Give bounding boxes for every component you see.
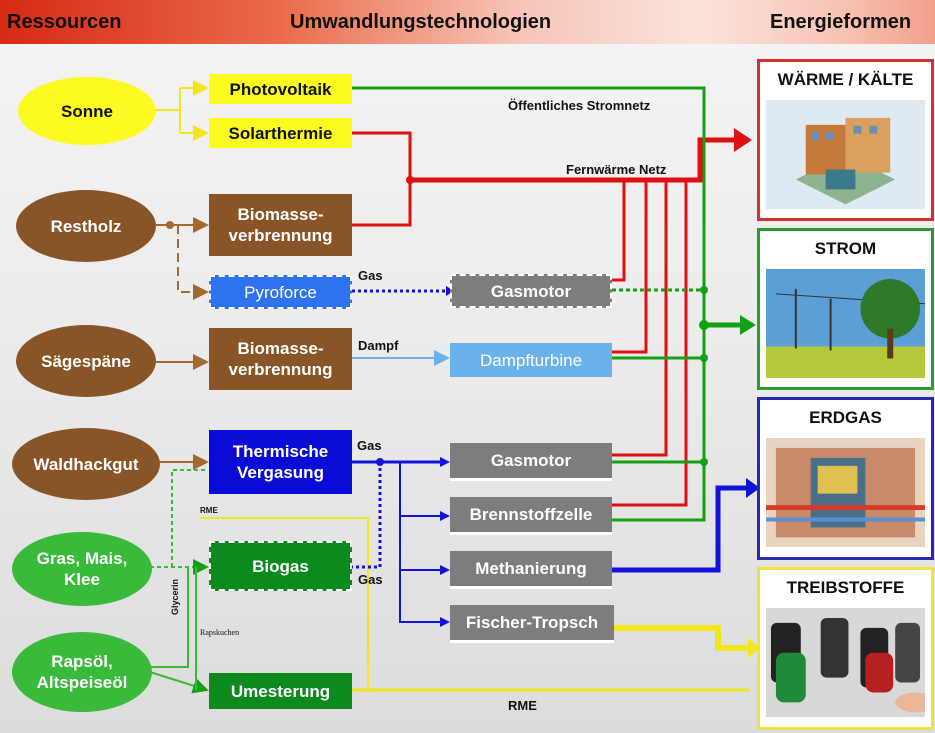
resource-sonne-label: Sonne xyxy=(61,101,113,121)
label-dampf: Dampf xyxy=(358,338,399,353)
resource-waldhackgut: Waldhackgut xyxy=(12,428,160,500)
label-stromnetz: Öffentliches Stromnetz xyxy=(508,98,651,113)
tech-biogas: Biogas xyxy=(209,541,352,591)
card-waerme-title: WÄRME / KÄLTE xyxy=(777,70,914,89)
tech-photovoltaik-label: Photovoltaik xyxy=(229,79,332,99)
resource-gras-label-1: Gras, Mais, xyxy=(36,549,128,568)
card-erdgas-title: ERDGAS xyxy=(809,408,882,427)
tech-biomasse1-label-1: Biomasse- xyxy=(237,205,324,224)
resource-gras-mais-klee: Gras, Mais, Klee xyxy=(12,532,152,606)
tech-methanierung: Methanierung xyxy=(450,551,612,589)
tech-methanierung-label: Methanierung xyxy=(475,559,587,578)
label-fernwaerme: Fernwärme Netz xyxy=(566,162,667,177)
tech-biomasseverbrennung-2: Biomasse- verbrennung xyxy=(209,328,352,390)
tech-fischer-tropsch-label: Fischer-Tropsch xyxy=(465,613,599,632)
label-gas-pyroforce: Gas xyxy=(358,268,383,283)
tech-photovoltaik: Photovoltaik xyxy=(209,74,352,104)
resource-restholz: Restholz xyxy=(16,190,156,262)
tech-thermische-label-2: Vergasung xyxy=(237,463,324,482)
tech-thermische-label-1: Thermische xyxy=(232,442,329,461)
tech-gasmotor-1-label: Gasmotor xyxy=(490,281,572,301)
tech-dampfturbine: Dampfturbine xyxy=(450,343,612,377)
card-waerme-kaelte: WÄRME / KÄLTE xyxy=(757,59,934,221)
tech-pyroforce-label: Pyroforce xyxy=(244,282,317,302)
tech-biomasseverbrennung-1: Biomasse- verbrennung xyxy=(209,194,352,256)
tech-biogas-label: Biogas xyxy=(252,556,309,576)
resource-gras-label-2: Klee xyxy=(64,570,100,589)
tech-fischer-tropsch: Fischer-Tropsch xyxy=(450,605,614,643)
gas-installation-icon xyxy=(766,438,925,548)
tech-solarthermie-label: Solarthermie xyxy=(228,123,333,143)
label-rme-bottom: RME xyxy=(508,698,537,713)
tech-thermische-vergasung: Thermische Vergasung xyxy=(209,430,352,494)
tech-umesterung: Umesterung xyxy=(209,673,352,709)
header-energieformen: Energieformen xyxy=(770,11,912,33)
resource-restholz-label: Restholz xyxy=(50,216,122,236)
card-treibstoffe: TREIBSTOFFE xyxy=(757,567,934,730)
card-treibstoffe-title: TREIBSTOFFE xyxy=(786,578,905,597)
power-lines-icon xyxy=(766,269,925,379)
tech-brennstoffzelle: Brennstoffzelle xyxy=(450,497,612,535)
tech-solarthermie: Solarthermie xyxy=(209,118,352,148)
tech-biomasse2-label-1: Biomasse- xyxy=(237,339,324,358)
header-ressourcen: Ressourcen xyxy=(7,11,122,33)
resource-rapsoel-label-2: Altspeiseöl xyxy=(36,673,128,692)
resource-saegespaene-label: Sägespäne xyxy=(41,351,131,371)
label-rme-small: RME xyxy=(200,506,218,515)
card-strom-title: STROM xyxy=(814,239,877,258)
tech-gasmotor-2: Gasmotor xyxy=(450,443,612,481)
card-strom: STROM xyxy=(757,228,934,390)
resource-rapsoel-label-1: Rapsöl, xyxy=(51,652,113,671)
tech-biomasse1-label-2: verbrennung xyxy=(228,226,333,245)
card-erdgas: ERDGAS xyxy=(757,397,934,560)
tech-brennstoffzelle-label: Brennstoffzelle xyxy=(469,505,593,524)
tech-gasmotor-2-label: Gasmotor xyxy=(490,451,572,470)
label-glycerin: Glycerin xyxy=(170,578,180,615)
resource-waldhackgut-label: Waldhackgut xyxy=(33,454,139,474)
header-umwandlungstechnologien: Umwandlungstechnologien xyxy=(290,11,552,33)
resource-saegespaene: Sägespäne xyxy=(16,325,156,397)
fuel-nozzle-icon xyxy=(766,608,925,718)
header-bar xyxy=(0,0,935,44)
label-rapskuchen: Rapskuchen xyxy=(200,628,240,637)
tech-umesterung-label: Umesterung xyxy=(230,681,331,701)
tech-biomasse2-label-2: verbrennung xyxy=(228,360,333,379)
resource-rapsoel: Rapsöl, Altspeiseöl xyxy=(12,632,152,712)
resource-sonne: Sonne xyxy=(18,77,156,145)
tech-gasmotor-1: Gasmotor xyxy=(450,274,612,308)
tech-dampfturbine-label: Dampfturbine xyxy=(479,350,583,370)
label-gas-vergasung: Gas xyxy=(357,438,382,453)
label-gas-biogas: Gas xyxy=(358,572,383,587)
tech-pyroforce: Pyroforce xyxy=(209,275,352,309)
building-icon xyxy=(766,100,925,210)
